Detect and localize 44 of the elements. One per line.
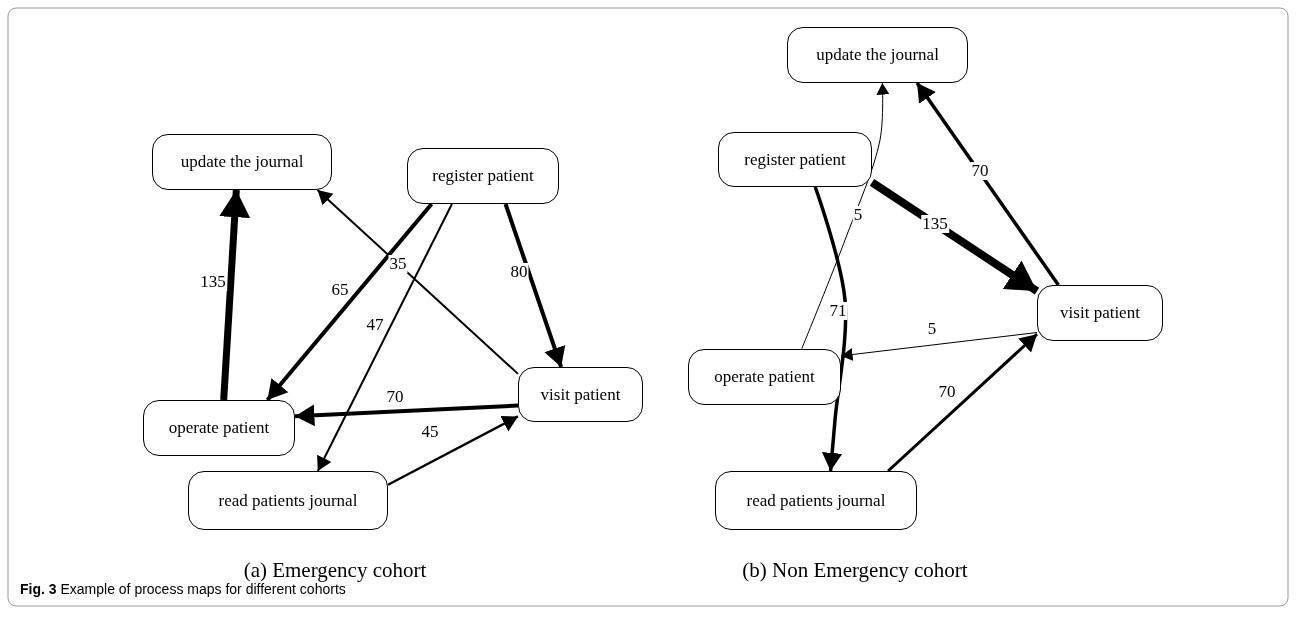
node-label: operate patient [168, 418, 270, 438]
node-label: update the journal [816, 45, 939, 65]
process-box [143, 400, 295, 456]
arrow [801, 82, 890, 350]
process-box [152, 134, 332, 190]
arrow [316, 189, 519, 375]
edge-label: 70 [970, 162, 990, 180]
node-label: operate patient [714, 367, 815, 387]
node-label: update the journal [180, 152, 304, 172]
arrow [387, 415, 519, 486]
arrow [503, 203, 566, 368]
process-box [407, 148, 559, 204]
arrow [840, 332, 1038, 361]
process-box [688, 349, 841, 405]
node-label: register patient [744, 149, 846, 170]
process-box [1037, 285, 1163, 341]
node-label: read patients journal [218, 490, 358, 511]
edge-label: 135 [199, 273, 227, 291]
node-label: visit patient [1060, 303, 1140, 323]
edge-label: 35 [388, 255, 408, 273]
edge-label: 80 [509, 263, 529, 281]
arrow [869, 178, 1040, 295]
arrow [316, 203, 453, 472]
arrow [265, 202, 434, 402]
edge-label: 5 [852, 206, 864, 224]
process-box [787, 27, 968, 83]
edge-label: 71 [828, 302, 848, 320]
subfigure-caption: (b) Non Emergency cohort [742, 558, 968, 583]
edge-label: 135 [921, 215, 949, 233]
edge-label: 65 [330, 281, 350, 299]
arrow [219, 189, 251, 401]
node-label: read patients journal [746, 490, 886, 511]
process-box [715, 471, 917, 530]
node-label: visit patient [540, 384, 621, 405]
arrow [915, 82, 1060, 286]
arrow [887, 333, 1038, 473]
arrow [813, 186, 848, 472]
arrow [294, 403, 519, 427]
subfigure-caption: (a) Emergency cohort [243, 558, 427, 583]
node-label: register patient [432, 166, 534, 186]
process-box [518, 367, 643, 422]
process-box [718, 132, 872, 187]
process-box [188, 471, 388, 530]
figure-caption: Fig. 3 Example of process maps for different cohorts [20, 581, 346, 597]
